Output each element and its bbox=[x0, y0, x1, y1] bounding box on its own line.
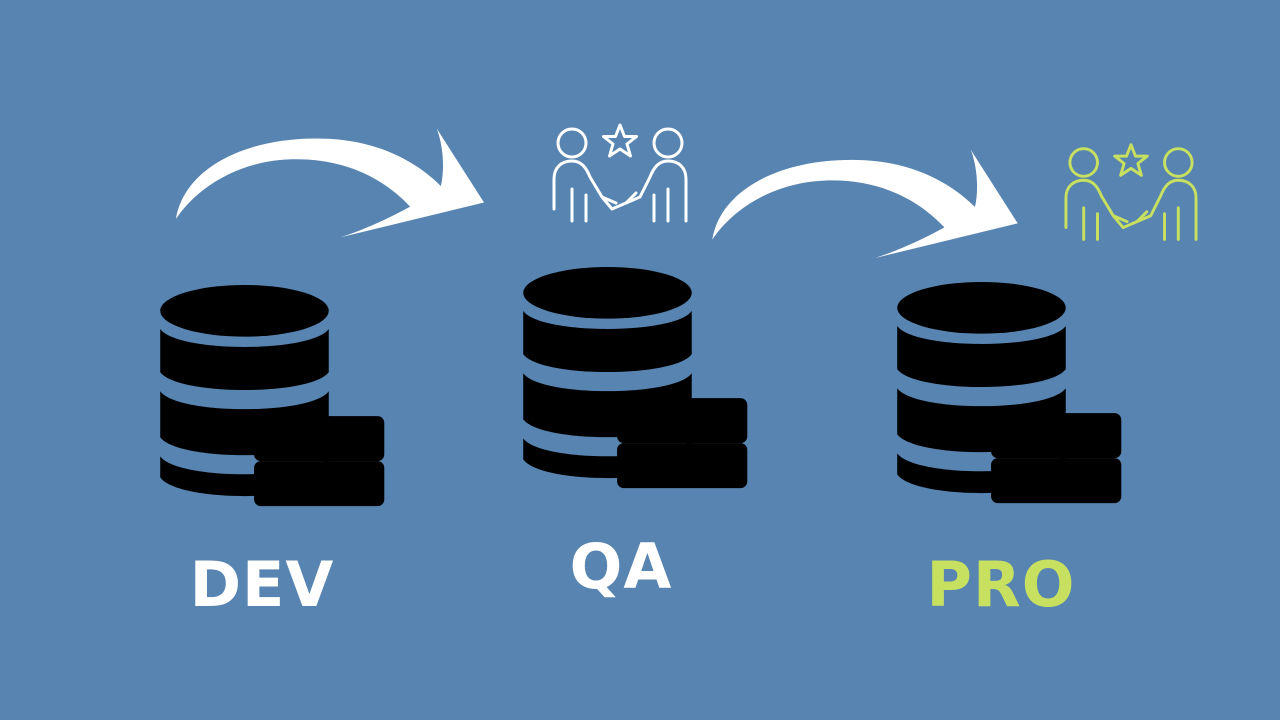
stage-label-qa: QA bbox=[569, 530, 673, 603]
database-server-icon-pro bbox=[897, 281, 1122, 504]
curved-arrow-icon-dev-to-qa bbox=[176, 128, 484, 238]
stage-label-pro: PRO bbox=[926, 548, 1076, 621]
curved-arrow-icon-qa-to-pro bbox=[712, 150, 1018, 258]
handshake-star-icon-qa bbox=[552, 123, 688, 223]
database-server-icon-dev bbox=[160, 284, 385, 507]
database-server-icon-qa bbox=[523, 266, 748, 489]
stage-label-dev: DEV bbox=[189, 548, 335, 621]
handshake-star-icon-pro bbox=[1064, 143, 1198, 242]
